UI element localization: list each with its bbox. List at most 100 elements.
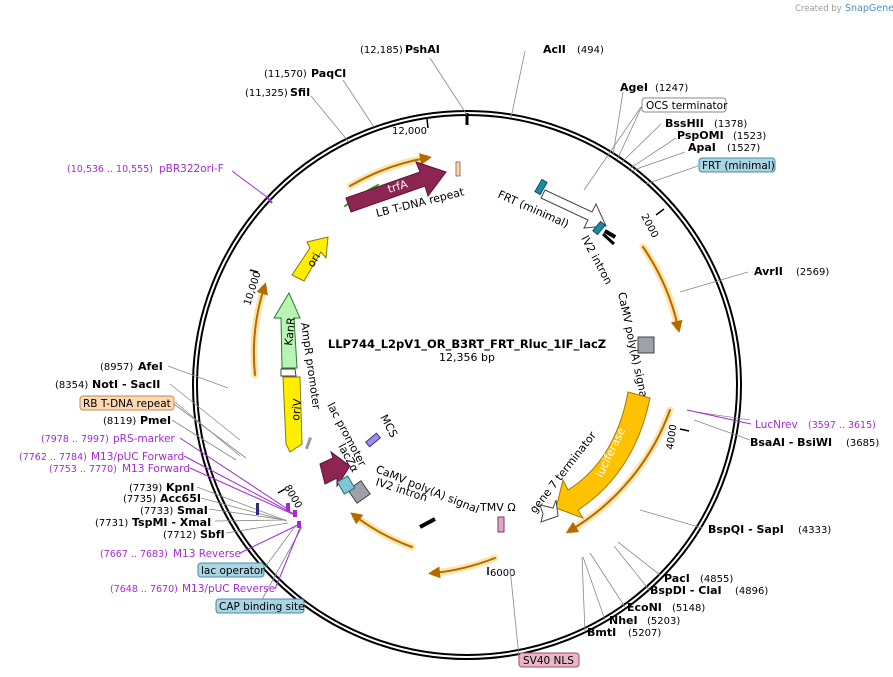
primer-m13puc-fwd-pos: (7762 .. 7784) — [19, 452, 87, 463]
box-rb-tdna-repeat[interactable] — [79, 395, 175, 411]
primer-lucnrev-pos: (3597 .. 3615) — [808, 420, 876, 431]
arc-2000-glow — [639, 243, 682, 331]
tick-label-6000: 6000 — [490, 568, 515, 579]
site-avrii[interactable]: AvrII — [754, 265, 783, 278]
box-ocs-terminator[interactable] — [641, 97, 727, 113]
box-rb-leader — [173, 403, 247, 459]
primer-m13-fwd-pos: (7753 .. 7770) — [49, 464, 117, 475]
primer-prs-marker[interactable]: pRS-marker — [113, 433, 176, 445]
primer-m13puc-forward[interactable]: M13/pUC Forward — [91, 451, 184, 463]
site-acli[interactable]: AclI — [543, 43, 566, 56]
iv2-intron-bar — [603, 229, 617, 239]
site-paqci[interactable]: PaqCI — [311, 67, 346, 80]
plasmid-name: LLP744_L2pV1_OR_B3RT_FRT_Rluc_1IF_lacZ — [328, 337, 606, 352]
site-bspdi-clai[interactable]: BspDI - ClaI — [650, 584, 722, 597]
site-econi[interactable]: EcoNI — [627, 601, 662, 614]
box-lac-operator-label: lac operator — [201, 565, 265, 577]
site-nhei[interactable]: NheI — [609, 614, 638, 627]
site-smai[interactable]: SmaI — [177, 504, 208, 517]
site-bmti[interactable]: BmtI — [587, 626, 616, 639]
arc-7000-glow — [351, 512, 416, 551]
site-bspqi-sapi[interactable]: BspQI - SapI — [708, 523, 784, 536]
mcs-mark — [365, 432, 381, 448]
arc-6000-glow — [430, 554, 499, 577]
site-smai-pos: (7733) — [140, 506, 173, 517]
site-acc65i-pos: (7735) — [123, 494, 156, 505]
site-tspmi-xmai[interactable]: TspMI - XmaI — [132, 516, 211, 529]
arc-luc — [565, 409, 671, 534]
primer-m13-forward[interactable]: M13 Forward — [122, 463, 190, 475]
lacza-arrow[interactable] — [319, 450, 351, 488]
site-paci[interactable]: PacI — [664, 572, 690, 585]
ori-arrow[interactable] — [291, 236, 329, 282]
primer-m13-rev-pos: (7667 .. 7683) — [100, 549, 168, 560]
site-bsaai-bsiwi[interactable]: BsaAI - BsiWI — [750, 436, 832, 449]
leader-lines — [167, 50, 751, 658]
box-sv40-nls-label: SV40 NLS — [523, 655, 574, 667]
site-acli-pos: (494) — [577, 45, 604, 56]
site-bsaai-pos: (3685) — [846, 438, 879, 449]
mcs-bottom-mark — [256, 503, 259, 515]
camv-polya-right-mark — [637, 336, 655, 354]
site-noti-sacii[interactable]: NotI - SacII — [92, 378, 160, 391]
primer-pbr322ori-f[interactable]: pBR322ori-F — [159, 163, 224, 175]
tick-2000 — [655, 208, 665, 216]
site-tspmi-pos: (7731) — [95, 518, 128, 529]
primer-m13-reverse[interactable]: M13 Reverse — [173, 548, 241, 560]
primer-leader-lines — [179, 170, 752, 590]
primer-prs-pos: (7978 .. 7997) — [41, 434, 109, 445]
frt-mark-2 — [592, 220, 606, 236]
site-kpni[interactable]: KpnI — [166, 481, 194, 494]
tmv-omega-mark — [497, 516, 505, 533]
site-apai[interactable]: ApaI — [688, 141, 716, 154]
arc-6000 — [428, 557, 496, 579]
trfA-arrow[interactable] — [345, 161, 447, 213]
site-avrii-pos: (2569) — [796, 267, 829, 278]
box-cap-binding-label: CAP binding site — [219, 601, 305, 613]
site-sfii[interactable]: SfiI — [290, 86, 310, 99]
frt-minimal-inner-label: FRT (minimal) — [496, 188, 571, 231]
site-agei-pos: (1247) — [655, 83, 688, 94]
site-agei[interactable]: AgeI — [620, 81, 648, 94]
primers: (10,536 .. 10,555) pBR322ori-F LucNrev (… — [19, 163, 876, 595]
site-pshai[interactable]: PshAI — [405, 43, 440, 56]
snapgene-logo: SnapGene — [845, 3, 893, 14]
kanr-arrow[interactable] — [273, 291, 301, 369]
iv2-intron-bar-1 — [601, 232, 616, 246]
site-afei[interactable]: AfeI — [138, 360, 163, 373]
primer-mark-m13r — [297, 521, 301, 528]
primer-m13puc-reverse[interactable]: M13/pUC Reverse — [182, 583, 275, 595]
arc-7000 — [350, 512, 413, 548]
box-cap-binding-site[interactable] — [215, 598, 305, 614]
frt-mark-1 — [534, 178, 548, 196]
site-paci-pos: (4855) — [700, 574, 733, 585]
oriv-small-mark — [305, 437, 312, 450]
primer-m13puc-rev-pos: (7648 .. 7670) — [110, 584, 178, 595]
box-frt-minimal[interactable] — [698, 157, 776, 173]
site-bspdi-pos: (4896) — [735, 586, 768, 597]
primer-lucnrev[interactable]: LucNrev — [755, 419, 798, 431]
luciferase-arrow[interactable] — [555, 391, 651, 519]
ori-label: ori — [305, 251, 324, 270]
site-pspomi[interactable]: PspOMI — [677, 129, 724, 142]
tick-label-8000: 8000 — [281, 483, 303, 511]
mcs-label: MCS — [377, 412, 400, 439]
site-nhei-pos: (5203) — [647, 616, 680, 627]
site-kpni-pos: (7739) — [129, 483, 162, 494]
site-pmei[interactable]: PmeI — [140, 414, 171, 427]
oriv-arrow[interactable] — [282, 376, 303, 453]
iv2-intron-arrow[interactable] — [540, 189, 607, 229]
oriv-label: oriV — [289, 398, 304, 422]
site-sbfi[interactable]: SbfI — [200, 528, 225, 541]
restriction-sites: (12,185) PshAI AclI (494) (11,570) PaqCI… — [55, 43, 879, 639]
site-bsshii-pos: (1378) — [714, 119, 747, 130]
site-acc65i[interactable]: Acc65I — [160, 492, 201, 505]
site-noti-pos: (8354) — [55, 380, 88, 391]
site-bsshii[interactable]: BssHII — [665, 117, 704, 130]
site-sfii-pos: (11,325) — [245, 88, 288, 99]
site-sbfi-pos: (7712) — [163, 530, 196, 541]
box-sv40-nls[interactable] — [518, 652, 580, 668]
tick-8000 — [277, 488, 286, 494]
box-lac-operator[interactable] — [197, 562, 265, 578]
